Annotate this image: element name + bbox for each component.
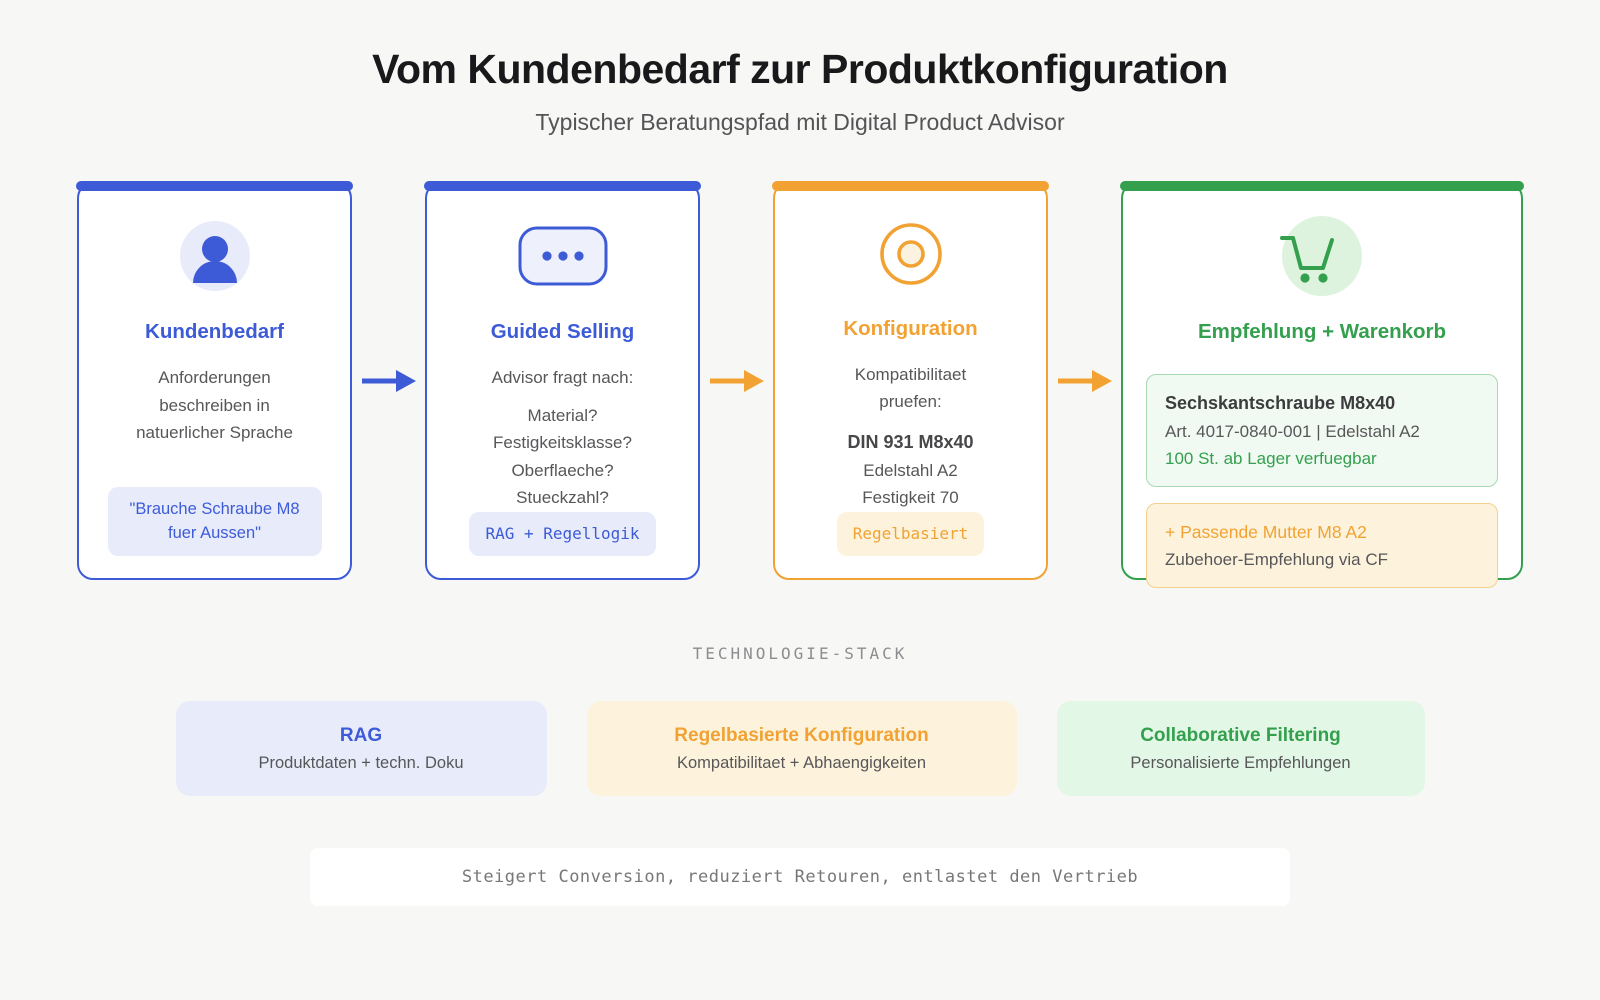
tech-stack-label: TECHNOLOGIE-STACK	[692, 644, 908, 663]
quote-badge: "Brauche Schraube M8 fuer Aussen"	[107, 486, 322, 556]
card-title: Konfiguration	[843, 316, 978, 340]
card-title: Kundenbedarf	[145, 320, 284, 343]
product-availability: 100 St. ab Lager verfuegbar	[1165, 448, 1377, 468]
product-name: Sechskantschraube M8x40	[1165, 393, 1396, 413]
card-intro: Kompatibilitaet pruefen:	[854, 364, 967, 412]
target-icon	[878, 216, 944, 293]
tech-box-title: Regelbasierte Konfiguration	[674, 724, 929, 746]
card-title: Guided Selling	[490, 320, 635, 343]
tech-box-title: Collaborative Filtering	[1140, 724, 1341, 746]
tech-box-subtitle: Produktdaten + techn. Doku	[258, 753, 464, 772]
page-subtitle: Typischer Beratungspfad mit Digital Prod…	[535, 109, 1065, 135]
result-line: Festigkeit 70	[862, 488, 959, 508]
tech-badge: RAG + Regellogik	[469, 512, 656, 556]
arrow-right-icon	[361, 370, 416, 392]
chat-ellipsis-icon	[517, 216, 609, 296]
tech-stack-row: RAG Produktdaten + techn. Doku Regelbasi…	[0, 701, 1600, 796]
arrow-right-icon	[709, 370, 764, 392]
accessory-box: + Passende Mutter M8 A2 Zubehoer-Empfehl…	[1146, 503, 1498, 589]
tech-box-title: RAG	[339, 724, 383, 746]
benefits-banner: Steigert Conversion, reduziert Retouren,…	[310, 848, 1290, 906]
card-konfiguration: Konfiguration Kompatibilitaet pruefen: D…	[772, 181, 1049, 580]
process-flow: Kundenbedarf Anforderungen beschreiben i…	[0, 181, 1600, 589]
card-empfehlung-warenkorb: Empfehlung + Warenkorb Sechskantschraube…	[1120, 181, 1524, 589]
question-list: Material? Festigkeitsklasse? Oberflaeche…	[493, 402, 632, 512]
tech-box-regelbasiert: Regelbasierte Konfiguration Kompatibilit…	[586, 701, 1017, 796]
cart-icon	[1280, 216, 1362, 296]
tech-badge: Regelbasiert	[836, 512, 985, 556]
question-item: Oberflaeche?	[511, 460, 614, 480]
card-intro: Advisor fragt nach:	[491, 368, 634, 387]
flow-arrow-1	[352, 182, 425, 580]
accessory-title: + Passende Mutter M8 A2	[1165, 522, 1367, 543]
question-item: Material?	[527, 405, 598, 425]
result-line: DIN 931 M8x40	[847, 431, 974, 452]
tech-box-subtitle: Kompatibilitaet + Abhaengigkeiten	[676, 753, 927, 772]
result-line: Edelstahl A2	[863, 460, 958, 480]
arrow-right-icon	[1057, 370, 1112, 392]
question-item: Festigkeitsklasse?	[493, 433, 632, 453]
flow-arrow-2	[700, 182, 773, 580]
question-item: Stueckzahl?	[516, 488, 609, 508]
card-body-text: Anforderungen beschreiben in natuerliche…	[136, 368, 293, 443]
page-header: Vom Kundenbedarf zur Produktkonfiguratio…	[0, 0, 1600, 136]
card-guided-selling: Guided Selling Advisor fragt nach: Mater…	[424, 181, 701, 580]
accessory-subtitle: Zubehoer-Empfehlung via CF	[1165, 550, 1389, 570]
flow-arrow-3	[1048, 182, 1121, 580]
card-kundenbedarf: Kundenbedarf Anforderungen beschreiben i…	[76, 181, 353, 580]
user-icon	[179, 216, 250, 296]
page-title: Vom Kundenbedarf zur Produktkonfiguratio…	[372, 46, 1228, 92]
product-details: Art. 4017-0840-001 | Edelstahl A2	[1165, 421, 1420, 441]
product-box: Sechskantschraube M8x40 Art. 4017-0840-0…	[1146, 374, 1498, 488]
tech-box-subtitle: Personalisierte Empfehlungen	[1130, 753, 1351, 772]
config-result: DIN 931 M8x40 Edelstahl A2 Festigkeit 70	[847, 428, 973, 512]
tech-box-rag: RAG Produktdaten + techn. Doku	[175, 701, 547, 796]
card-title: Empfehlung + Warenkorb	[1197, 320, 1447, 343]
tech-box-collaborative-filtering: Collaborative Filtering Personalisierte …	[1056, 701, 1425, 796]
